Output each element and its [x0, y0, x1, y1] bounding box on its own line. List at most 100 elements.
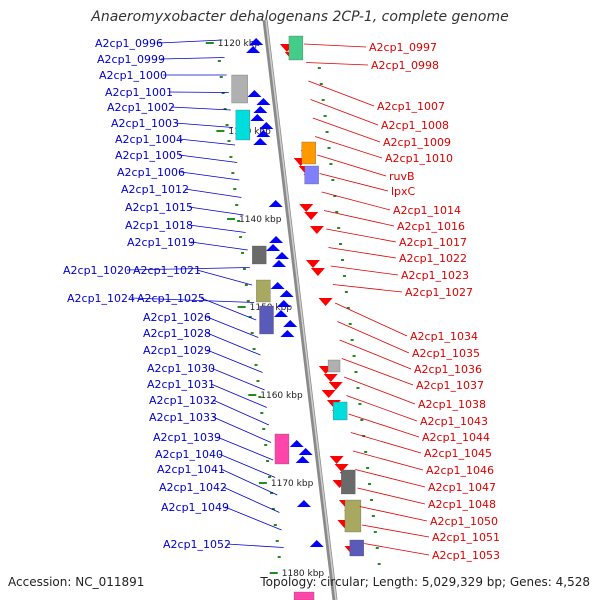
marker-dot — [233, 188, 237, 190]
leader-line-right — [350, 432, 422, 454]
leader-line-left — [178, 138, 236, 146]
marker-dot — [377, 563, 381, 565]
marker-dot — [360, 419, 364, 421]
gene-arrow-forward — [246, 46, 261, 53]
leader-line-right — [361, 524, 430, 538]
backbone-line — [262, 19, 338, 600]
gene-label-left: A2cp1_1001 — [105, 86, 173, 99]
leader-line-left — [178, 154, 238, 163]
gene-block — [304, 165, 319, 185]
leader-line-left — [158, 39, 223, 44]
marker-dot — [250, 332, 254, 334]
leader-line-left — [126, 267, 250, 271]
leader-line-left — [200, 297, 257, 321]
leader-line-left — [188, 206, 244, 216]
marker-dot — [339, 243, 343, 245]
marker-dot — [266, 460, 270, 462]
gene-arrow-forward — [295, 456, 310, 463]
leader-line-left — [184, 188, 242, 198]
gene-block — [293, 591, 315, 600]
accession-text: Accession: NC_011891 — [8, 575, 145, 589]
marker-dot — [352, 355, 356, 357]
gene-arrow-forward — [253, 138, 268, 145]
marker-dot — [271, 508, 275, 510]
gene-arrow-forward — [256, 98, 271, 105]
gene-block — [327, 359, 341, 373]
genome-summary: Topology: circular; Length: 5,029,329 bp… — [260, 575, 590, 589]
leader-line-right — [312, 117, 381, 143]
gene-arrow-reverse — [310, 268, 325, 276]
marker-dot — [235, 204, 239, 206]
gene-arrow-reverse — [321, 390, 336, 398]
marker-dot — [358, 403, 362, 405]
gene-label-left: A2cp1_1042 — [159, 481, 227, 494]
leader-line-left — [170, 106, 231, 111]
leader-line-right — [348, 413, 420, 438]
leader-line-right — [317, 154, 387, 177]
leader-line-left — [190, 241, 248, 251]
gene-label-left: A2cp1_1041 — [157, 463, 225, 476]
marker-dot — [264, 444, 268, 446]
marker-dot — [260, 412, 264, 414]
marker-dot — [229, 156, 233, 158]
gene-label-right: A2cp1_1010 — [385, 152, 453, 165]
gene-label-left: A2cp1_0996 — [95, 37, 163, 50]
gene-label-left: A2cp1_1021 — [133, 264, 201, 277]
gene-label-left: A2cp1_1032 — [149, 394, 217, 407]
gene-label-left: A2cp1_1006 — [117, 166, 185, 179]
right-strand-labels: A2cp1_0997A2cp1_0998A2cp1_1007A2cp1_1008… — [303, 41, 500, 562]
marker-dot — [269, 492, 273, 494]
leader-line-left — [222, 486, 280, 513]
marker-dot — [237, 220, 241, 222]
marker-dot — [327, 147, 331, 149]
gene-label-left: A2cp1_1000 — [99, 69, 167, 82]
gene-block — [301, 141, 316, 165]
leader-line-left — [160, 57, 225, 60]
leader-line-left — [212, 399, 270, 426]
gene-arrow-reverse — [334, 464, 349, 472]
gene-label-right: A2cp1_1034 — [410, 330, 478, 343]
marker-dot — [375, 547, 379, 549]
marker-dot — [350, 339, 354, 341]
gene-label-right: A2cp1_1027 — [405, 286, 473, 299]
gene-label-left: A2cp1_1025 — [137, 292, 205, 305]
leader-line-left — [196, 269, 253, 286]
marker-dot — [319, 83, 323, 85]
marker-dot — [317, 67, 321, 69]
marker-dot — [256, 380, 260, 382]
leader-line-right — [332, 284, 403, 293]
marker-dot — [335, 211, 339, 213]
gene-arrow-forward — [275, 252, 289, 259]
gene-label-right: A2cp1_1008 — [381, 119, 449, 132]
gene-label-left: A2cp1_1030 — [147, 362, 215, 375]
marker-dot — [221, 92, 225, 94]
marker-dot — [364, 451, 368, 453]
gene-label-right: A2cp1_1047 — [428, 481, 496, 494]
marker-dot — [366, 467, 370, 469]
marker-dot — [342, 275, 346, 277]
gene-label-right: A2cp1_1038 — [418, 398, 486, 411]
gene-label-left: A2cp1_1020 — [63, 264, 131, 277]
leader-line-right — [330, 265, 399, 276]
gene-label-right: lpxC — [391, 185, 416, 198]
leader-line-right — [310, 99, 379, 126]
gene-label-right: A2cp1_0998 — [371, 59, 439, 72]
gene-arrow-forward — [268, 200, 283, 207]
tick-label: 1140 kbp — [239, 215, 282, 225]
gene-label-left: A2cp1_1033 — [149, 411, 217, 424]
marker-dot — [344, 291, 348, 293]
gene-arrow-reverse — [328, 382, 343, 390]
gene-arrow-forward — [279, 290, 294, 297]
marker-dot — [325, 131, 329, 133]
marker-dot — [223, 108, 227, 110]
marker-dot — [231, 172, 235, 174]
gene-arrow-forward — [269, 236, 284, 243]
gene-label-right: A2cp1_1043 — [420, 415, 488, 428]
marker-dot — [268, 476, 272, 478]
gene-label-right: ruvB — [389, 170, 415, 183]
gene-label-right: A2cp1_1014 — [393, 204, 461, 217]
marker-dot — [348, 323, 352, 325]
gene-label-left: A2cp1_1040 — [155, 448, 223, 461]
marker-dot — [244, 284, 248, 286]
gene-label-left: A2cp1_0999 — [97, 53, 165, 66]
